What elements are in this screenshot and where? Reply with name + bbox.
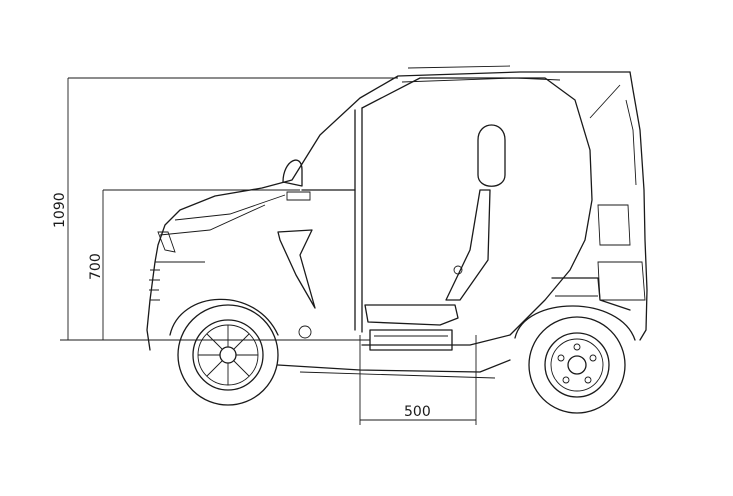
dimension-seat-height: 700 [88, 189, 300, 340]
seat-depth-label: 500 [404, 404, 431, 420]
rear-wheel [514, 305, 636, 414]
overall-height-label: 1090 [52, 192, 68, 228]
vehicle-body [146, 65, 648, 379]
dimension-seat-depth: 500 [359, 335, 477, 425]
dimension-overall-height: 1090 [52, 77, 398, 341]
front-wheel [169, 298, 279, 406]
seat-height-label: 700 [88, 253, 104, 280]
driver-seat [364, 124, 506, 351]
